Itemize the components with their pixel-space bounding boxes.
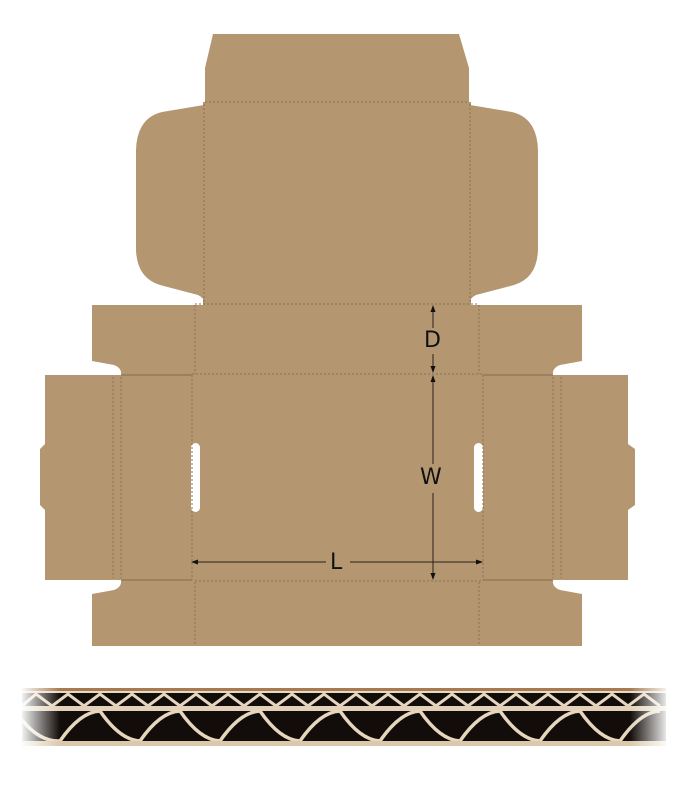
corrugated-board-cross-section <box>20 686 670 748</box>
lid-tuck-flap <box>205 34 469 103</box>
depth-dimension-label: D <box>424 328 441 353</box>
box-dieline-diagram <box>40 34 635 646</box>
right-hand-slot <box>474 443 483 512</box>
front-wall-row <box>92 580 582 646</box>
lid-left-dust-flap <box>136 105 205 305</box>
base-panel <box>192 374 483 581</box>
cut-lines <box>121 374 553 581</box>
left-side-panels <box>40 375 192 580</box>
length-dimension-label: L <box>330 550 343 575</box>
right-side-panels <box>483 375 635 580</box>
crease-lines <box>112 101 562 646</box>
lid-right-dust-flap <box>469 105 538 305</box>
dimension-lines <box>191 305 483 580</box>
back-wall-row <box>92 305 582 375</box>
left-hand-slot <box>191 443 200 512</box>
width-dimension-label: W <box>420 465 442 490</box>
lid-top-panel <box>203 102 471 305</box>
